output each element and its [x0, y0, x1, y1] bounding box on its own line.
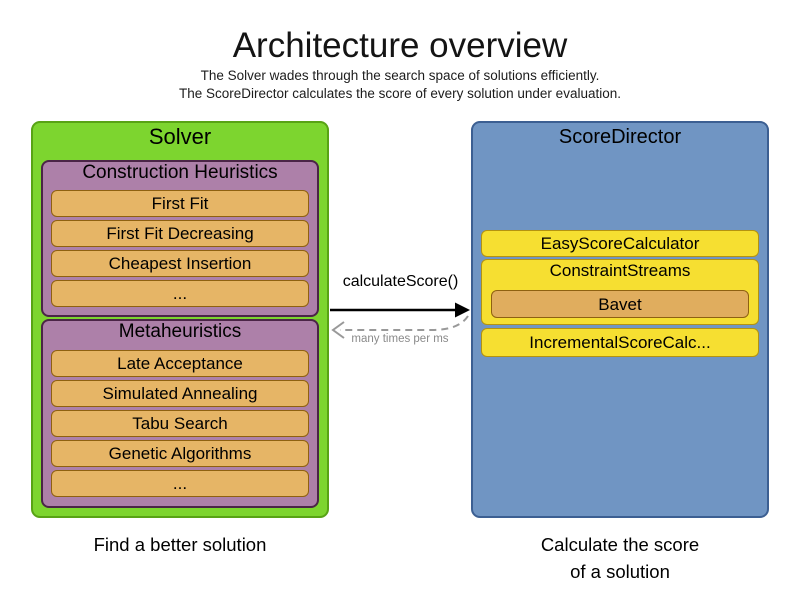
algorithm-item-tabu-search: Tabu Search: [51, 410, 309, 437]
algorithm-item-cheapest-insertion: Cheapest Insertion: [51, 250, 309, 277]
constraint-streams-bavet: Bavet: [491, 290, 749, 318]
calculator-item-incremental-score: IncrementalScoreCalc...: [481, 328, 759, 357]
solver-box-title: Solver: [148, 124, 212, 149]
many-times-arrow-line: [340, 315, 469, 331]
director-caption: Calculate the score of a solution: [471, 531, 769, 585]
solver-caption: Find a better solution: [93, 534, 267, 555]
many-times-arrowhead: [331, 321, 345, 339]
subtitle-line-2: The ScoreDirector calculates the score o…: [179, 86, 621, 101]
calculator-item-easy-score: EasyScoreCalculator: [481, 230, 759, 257]
page-title: Architecture overview: [232, 26, 568, 65]
algorithm-item-mh-ellipsis: ...: [51, 470, 309, 497]
director-caption-line-1: Calculate the score: [540, 534, 700, 555]
frequency-label: many times per ms: [351, 333, 449, 345]
algorithm-item-ch-ellipsis: ...: [51, 280, 309, 307]
algorithm-item-simulated-annealing: Simulated Annealing: [51, 380, 309, 407]
construction-heuristics-title: Construction Heuristics: [82, 162, 278, 183]
subtitle-line-1: The Solver wades through the search spac…: [200, 68, 600, 83]
algorithm-item-first-fit: First Fit: [51, 190, 309, 217]
calculate-score-arrowhead: [455, 302, 470, 318]
solver-director-arrows: [330, 302, 470, 339]
constraint-streams-label: ConstraintStreams: [549, 261, 691, 280]
metaheuristics-title: Metaheuristics: [118, 321, 242, 342]
algorithm-item-late-acceptance: Late Acceptance: [51, 350, 309, 377]
score-director-title: ScoreDirector: [558, 126, 682, 148]
algorithm-item-first-fit-decreasing: First Fit Decreasing: [51, 220, 309, 247]
algorithm-item-genetic-algorithms: Genetic Algorithms: [51, 440, 309, 467]
director-caption-line-2: of a solution: [570, 561, 670, 582]
calculate-score-arrow-label: calculateScore(): [342, 273, 459, 290]
